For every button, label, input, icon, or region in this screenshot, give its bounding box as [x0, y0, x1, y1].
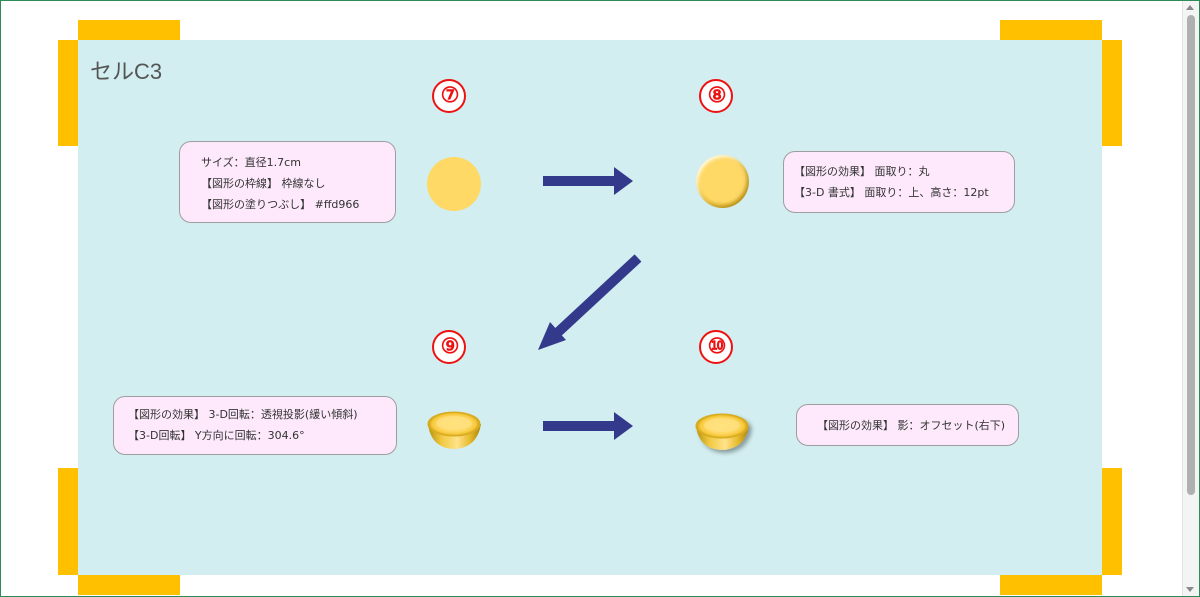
- scroll-up-icon[interactable]: [1186, 5, 1194, 10]
- scroll-down-icon[interactable]: [1186, 587, 1194, 592]
- arrow-diagonal-step8-to-9: [538, 258, 638, 350]
- shadowed-coin-shape: [696, 414, 749, 450]
- vertical-scrollbar[interactable]: [1182, 1, 1199, 596]
- arrow-right-step7-to-8: [543, 167, 633, 195]
- scroll-thumb[interactable]: [1187, 15, 1195, 495]
- arrow-right-step9-to-10: [543, 412, 633, 440]
- rotated-coin-shape: [428, 412, 481, 449]
